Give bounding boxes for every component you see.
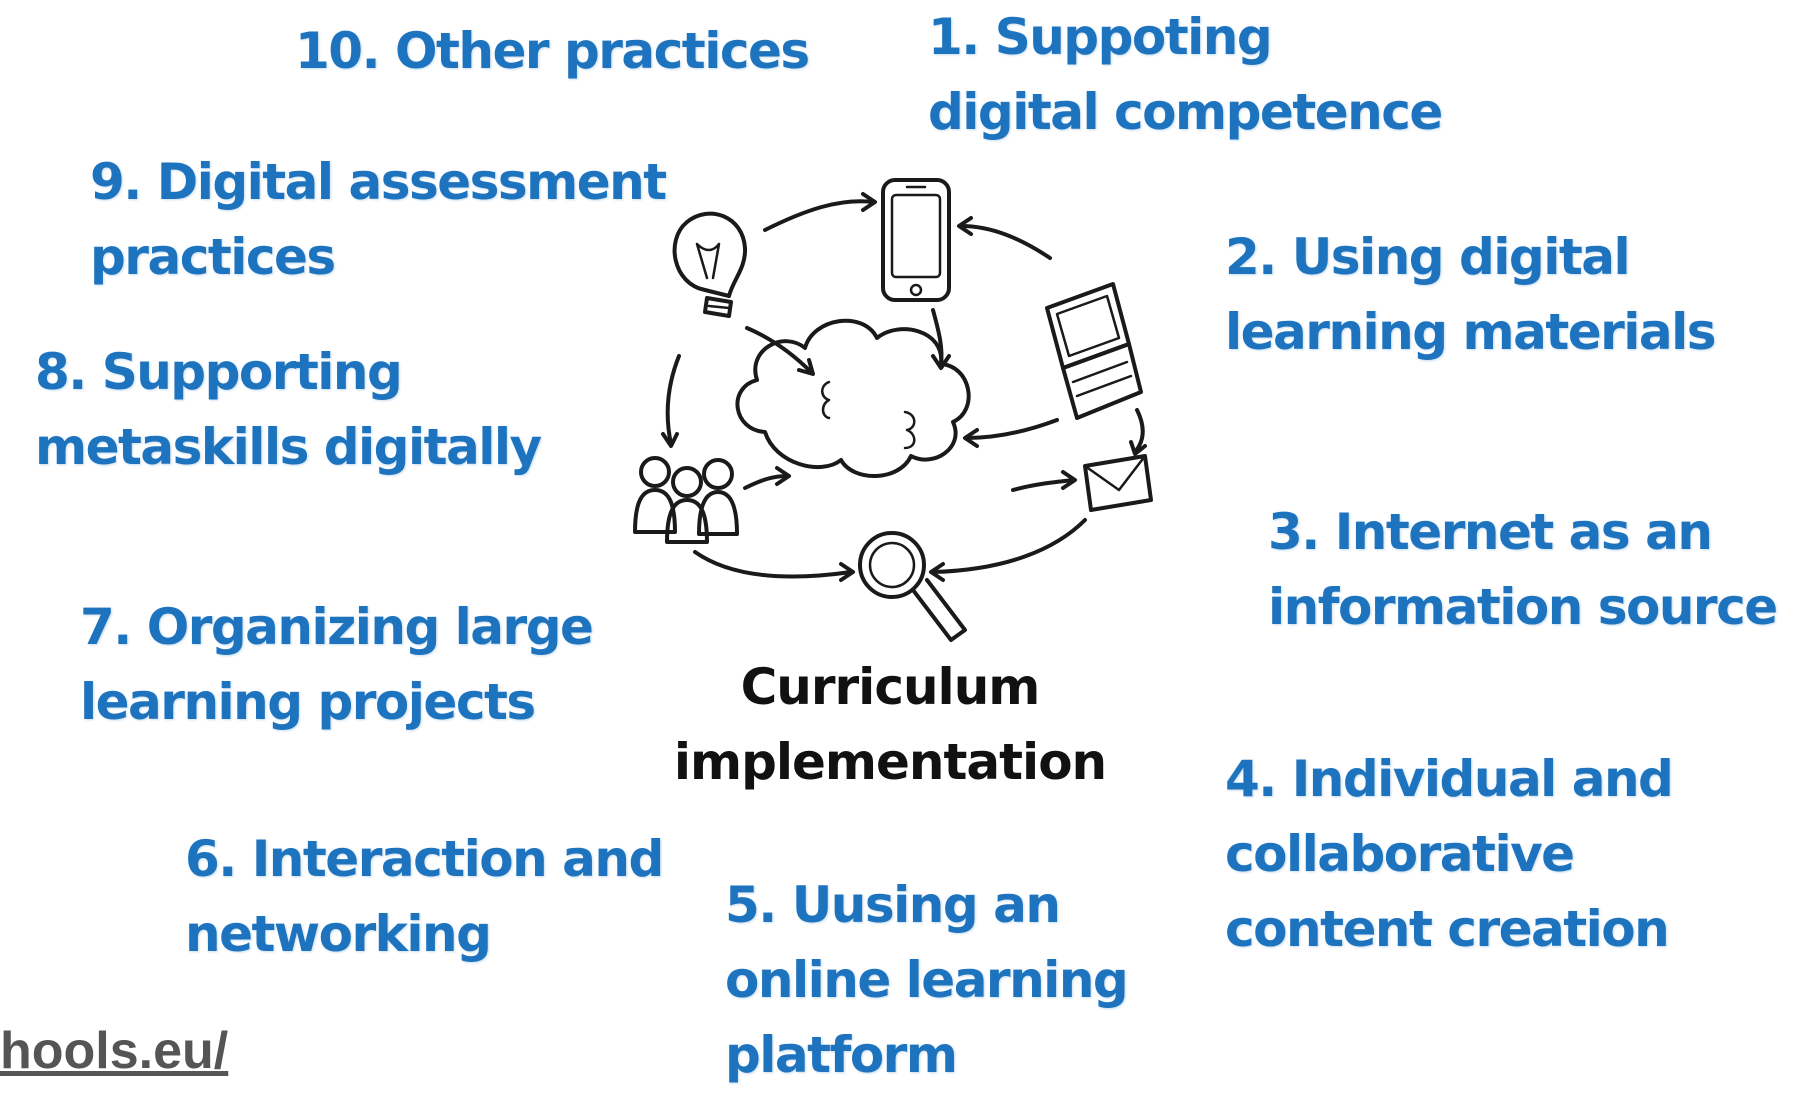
item-8-line1: 8. Supporting (35, 343, 403, 401)
center-title: Curriculum implementation (660, 650, 1120, 800)
envelope-icon (1083, 454, 1153, 512)
item-6-line1: 6. Interaction and (185, 830, 664, 888)
item-2-line1: 2. Using digital (1225, 228, 1631, 286)
item-5-line3: platform (725, 1026, 958, 1084)
cycle-illustration (633, 178, 1153, 642)
item-9-line1: 9. Digital assessment (90, 153, 667, 211)
people-icon (633, 456, 739, 544)
item-1-label: 1. Suppoting digital competence (928, 0, 1443, 150)
item-7-line2: learning projects (80, 673, 536, 731)
item-6-label: 6. Interaction and networking (185, 822, 664, 972)
item-9-label: 9. Digital assessment practices (90, 145, 667, 295)
item-3-line2: information source (1268, 578, 1778, 636)
item-5-label: 5. Uusing an online learning platform (725, 868, 1129, 1093)
item-3-line1: 3. Internet as an (1268, 503, 1713, 561)
phone-icon (881, 178, 951, 302)
item-7-line1: 7. Organizing large (80, 598, 594, 656)
item-9-line2: practices (90, 228, 336, 286)
item-8-line2: metaskills digitally (35, 418, 542, 476)
item-6-line2: networking (185, 905, 492, 963)
item-10-line1: 10. Other practices (295, 22, 810, 80)
item-4-line2: collaborative (1225, 825, 1575, 883)
item-10-label: 10. Other practices (295, 14, 810, 89)
item-8-label: 8. Supporting metaskills digitally (35, 335, 542, 485)
item-5-line1: 5. Uusing an (725, 876, 1061, 934)
laptop-icon (1045, 282, 1143, 420)
item-3-label: 3. Internet as an information source (1268, 495, 1778, 645)
item-7-label: 7. Organizing large learning projects (80, 590, 594, 740)
center-title-line1: Curriculum (740, 658, 1041, 716)
item-4-label: 4. Individual and collaborative content … (1225, 742, 1674, 967)
center-title-line2: implementation (673, 733, 1107, 791)
item-2-label: 2. Using digital learning materials (1225, 220, 1717, 370)
item-4-line1: 4. Individual and (1225, 750, 1674, 808)
item-1-line1: 1. Suppoting (928, 8, 1273, 66)
item-4-line3: content creation (1225, 900, 1670, 958)
item-1-line2: digital competence (928, 83, 1443, 141)
item-2-line2: learning materials (1225, 303, 1717, 361)
item-5-line2: online learning (725, 951, 1129, 1009)
cloud-icon (735, 318, 971, 478)
lightbulb-icon (672, 211, 748, 318)
arrow-icon (661, 192, 1147, 582)
magnifier-icon (858, 531, 967, 642)
source-url[interactable]: hools.eu/ (0, 1022, 229, 1080)
